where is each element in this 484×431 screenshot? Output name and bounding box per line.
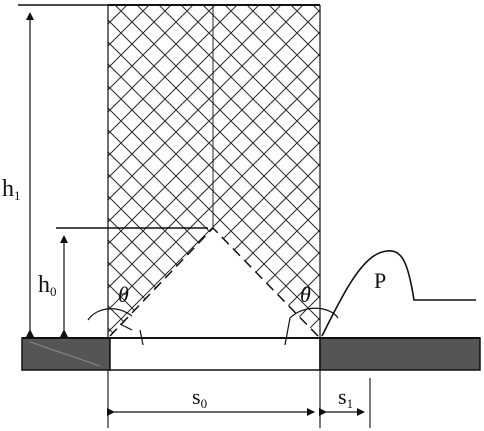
theta-right-arc: [289, 307, 339, 319]
s1-label: s1: [338, 384, 353, 411]
right-fracture-line: [212, 227, 319, 337]
hatched-overburden-zone: [108, 5, 320, 338]
left-block-slash: [29, 341, 101, 367]
h1-label: h1: [2, 176, 21, 203]
right-coal-block: [319, 337, 481, 371]
gob-opening: [109, 337, 321, 371]
theta-left-arc: [87, 308, 133, 321]
theta-left-arc-stem: [139, 329, 144, 346]
theta-right-arc-stem: [284, 317, 291, 346]
theta-left-label: θ: [118, 282, 129, 307]
pressure-label: P: [374, 268, 386, 293]
theta-left-arc-tick: [119, 323, 133, 331]
s0-label: s0: [192, 384, 207, 411]
abutment-pressure-curve: [321, 250, 476, 337]
h0-label: h0: [38, 272, 57, 299]
theta-right-label: θ: [300, 282, 311, 307]
left-fracture-line: [109, 227, 214, 337]
